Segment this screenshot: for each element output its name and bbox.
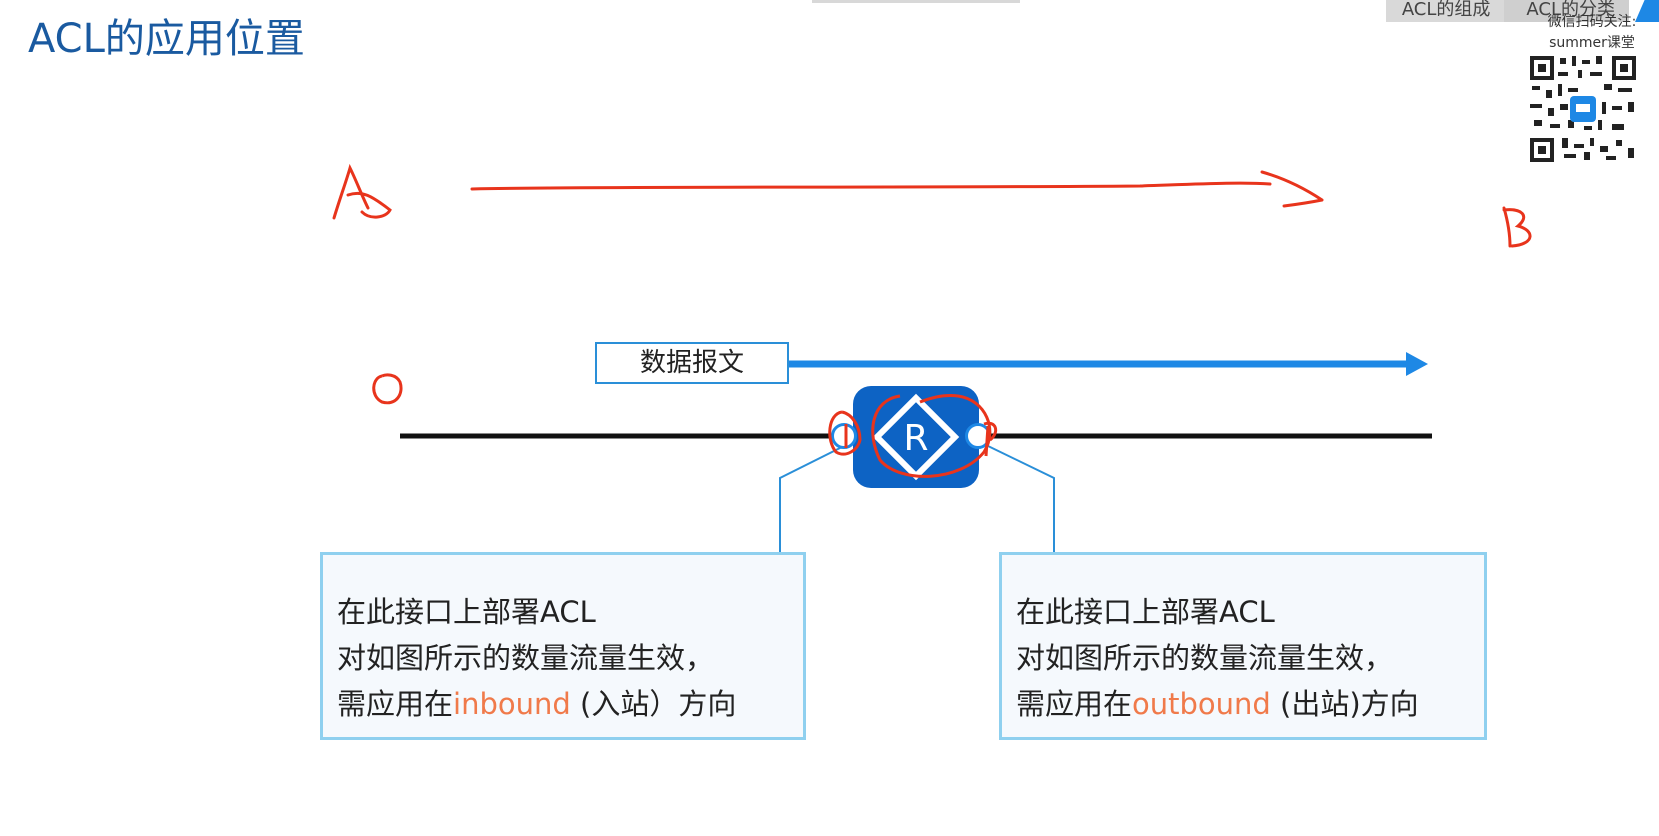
callout-outbound-line3: 需应用在outbound (出站)方向 [1016,681,1470,727]
callout-inbound-line3: 需应用在inbound (入站）方向 [337,681,789,727]
router-icon[interactable]: R [853,386,979,488]
router-letter: R [903,418,928,459]
callout-outbound-suffix: (出站)方向 [1270,687,1419,721]
nav-tab-acl-composition[interactable]: ACL的组成 [1385,0,1505,22]
page-title: ACL的应用位置 [28,16,305,62]
handwriting-o [372,373,403,405]
router-outbound-port[interactable] [965,423,991,449]
callout-outbound-line2: 对如图所示的数量流量生效， [1016,641,1394,675]
callout-inbound: 在此接口上部署ACL 对如图所示的数量流量生效， 需应用在inbound (入站… [320,552,806,740]
wechat-promo-line1: 微信扫码关注: [1547,14,1637,30]
handwriting-flow-arrow [470,170,1324,208]
callout-connector-left [779,445,845,552]
router-diamond-icon: R [872,393,960,481]
callout-inbound-line1: 在此接口上部署ACL [337,595,596,629]
packet-label: 数据报文 [595,342,789,384]
top-divider [812,0,1020,3]
packet-flow-arrowhead [1406,352,1428,376]
callout-outbound-line1: 在此接口上部署ACL [1016,595,1275,629]
nav-tab-acl-classification[interactable]: ACL的分类 [1504,0,1629,22]
callout-inbound-prefix: 需应用在 [337,687,454,721]
outbound-keyword: outbound [1132,687,1271,721]
callout-inbound-line2: 对如图所示的数量流量生效， [337,641,715,675]
callout-outbound-prefix: 需应用在 [1016,687,1133,721]
callout-inbound-suffix: (入站）方向 [570,687,737,721]
wechat-promo: 微信扫码关注: summer课堂 [1532,12,1652,54]
wechat-promo-line2: summer课堂 [1549,35,1635,51]
callout-outbound: 在此接口上部署ACL 对如图所示的数量流量生效， 需应用在outbound (出… [999,552,1487,740]
nav-arrow-icon [1629,0,1659,22]
callout-connector-right [987,445,1055,552]
router-inbound-port[interactable] [831,423,857,449]
inbound-keyword: inbound [453,687,571,721]
handwriting-a [332,163,392,220]
section-nav: ACL的组成 ACL的分类 [1385,0,1659,22]
qr-code-icon [1528,54,1638,164]
nav-tab-label: ACL的分类 [1526,0,1615,20]
handwriting-b [1502,206,1532,248]
